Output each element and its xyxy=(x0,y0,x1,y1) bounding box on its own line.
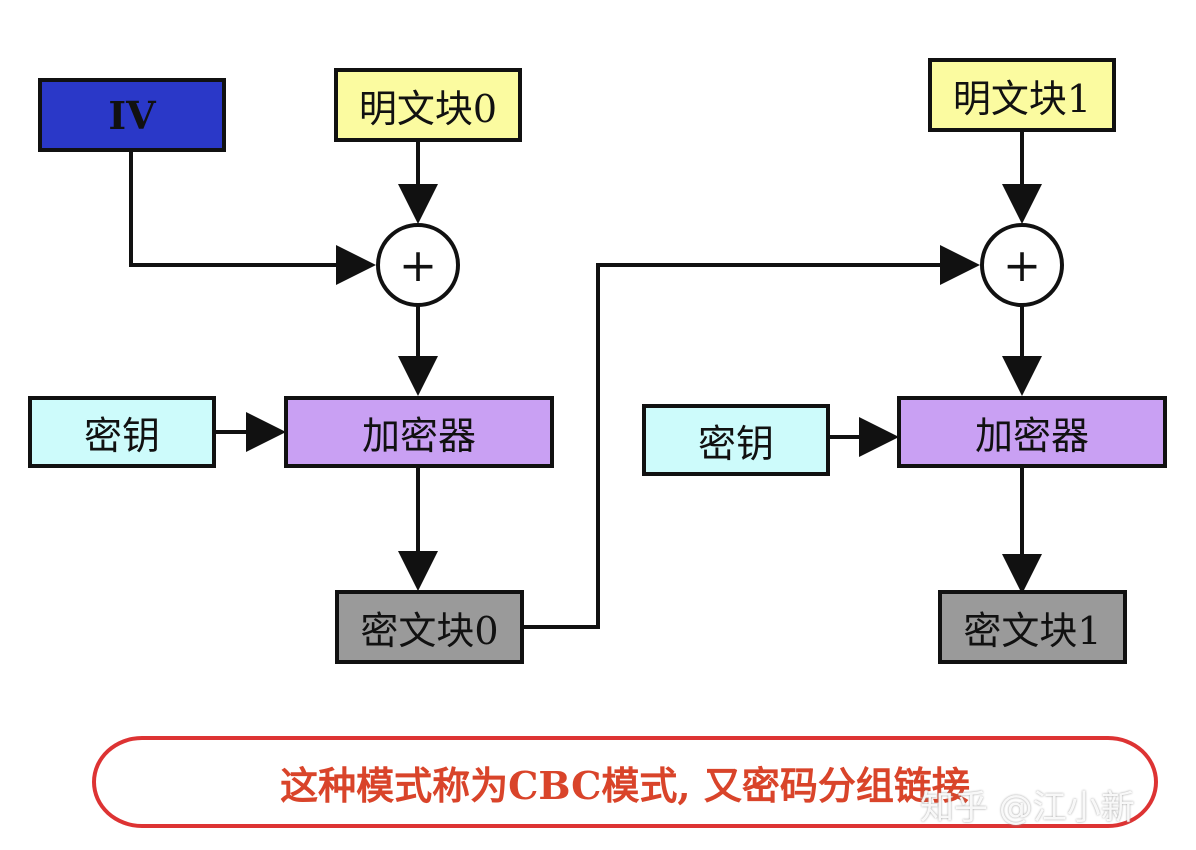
ciphertext0-box: 密文块0 xyxy=(335,590,524,664)
caption-banner: 这种模式称为CBC模式, 又密码分组链接 xyxy=(92,736,1158,828)
caption-text: 这种模式称为CBC模式, 又密码分组链接 xyxy=(280,762,970,808)
iv-box: IV xyxy=(38,78,226,152)
key0-box: 密钥 xyxy=(28,396,216,468)
plaintext1-box: 明文块1 xyxy=(928,58,1116,132)
xor0-circle xyxy=(376,223,460,307)
plaintext0-box: 明文块0 xyxy=(334,68,522,142)
chain-arrow xyxy=(522,245,980,629)
xor1-symbol: + xyxy=(1003,238,1042,292)
xor0-symbol: + xyxy=(399,238,438,292)
encryptor0-box: 加密器 xyxy=(284,396,554,468)
encryptor1-box: 加密器 xyxy=(897,396,1167,468)
iv-arrow xyxy=(129,150,376,285)
key1-box: 密钥 xyxy=(642,404,830,476)
ciphertext1-box: 密文块1 xyxy=(938,590,1127,664)
xor1-circle xyxy=(980,223,1064,307)
watermark: 知乎 @江小新 xyxy=(920,788,1135,828)
